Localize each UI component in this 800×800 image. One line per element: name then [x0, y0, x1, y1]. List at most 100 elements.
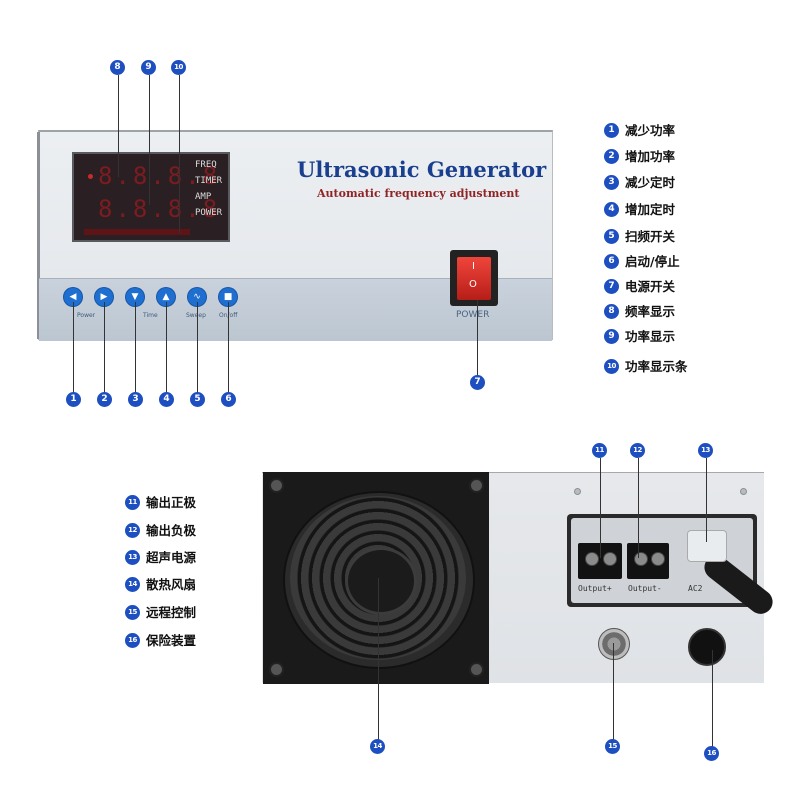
callout-badge-16: 16	[704, 746, 719, 761]
legend-badge: 8	[604, 304, 619, 319]
callout-badge-3: 3	[128, 392, 143, 407]
cable-gland	[687, 530, 727, 562]
triangle-left-icon: ◀	[69, 292, 77, 302]
time-group-label: Time	[143, 312, 158, 319]
legend-text: 频率显示	[625, 304, 676, 319]
legend-text: 减少定时	[625, 175, 676, 190]
leader-line-10	[179, 75, 180, 233]
terminal-screw	[634, 552, 648, 566]
leader-line-1	[73, 302, 74, 395]
triangle-right-icon: ▶	[100, 292, 108, 302]
leader-line-11	[600, 458, 601, 558]
led-display: 8.8.8.8 8.8.8.8 FREQ TIMER AMP POWER	[72, 152, 230, 242]
legend-text: 输出正极	[146, 495, 197, 510]
legend-badge: 1	[604, 123, 619, 138]
fan-hub	[345, 547, 417, 615]
power-group-label: Power	[77, 312, 96, 319]
legend-text: 功率显示条	[625, 359, 688, 374]
fuse-holder	[688, 628, 726, 666]
callout-badge-4: 4	[159, 392, 174, 407]
legend-badge: 11	[125, 495, 140, 510]
legend-badge: 14	[125, 577, 140, 592]
switch-on-mark: I	[472, 261, 475, 272]
led-indicator	[88, 174, 93, 179]
remote-connector	[598, 628, 630, 660]
fan-screw	[269, 478, 284, 493]
legend-badge: 7	[604, 279, 619, 294]
power-switch[interactable]: I O	[457, 257, 491, 300]
sweep-button[interactable]: ∿	[188, 288, 206, 306]
leader-line-5	[197, 302, 198, 395]
callout-badge-5: 5	[190, 392, 205, 407]
power-switch-label: POWER	[456, 310, 490, 320]
leader-line-8	[118, 75, 119, 177]
frequency-digits: 8.8.8.8	[98, 162, 221, 190]
legend-text: 超声电源	[146, 550, 197, 565]
legend-badge: 15	[125, 605, 140, 620]
legend-text: 电源开关	[625, 279, 676, 294]
callout-badge-14: 14	[370, 739, 385, 754]
callout-badge-11: 11	[592, 443, 607, 458]
legend-text: 输出负极	[146, 523, 197, 538]
increase-time-button[interactable]: ▲	[157, 288, 175, 306]
display-label-amp: AMP	[195, 192, 212, 202]
legend-badge: 2	[604, 149, 619, 164]
leader-line-7	[477, 300, 478, 378]
decrease-time-button[interactable]: ▼	[126, 288, 144, 306]
leader-line-6	[228, 302, 229, 395]
terminal-screw	[603, 552, 617, 566]
legend-text: 功率显示	[625, 329, 676, 344]
fan-screw	[269, 662, 284, 677]
callout-badge-1: 1	[66, 392, 81, 407]
leader-line-13	[706, 458, 707, 542]
legend-text: 增加功率	[625, 149, 676, 164]
leader-line-3	[135, 302, 136, 395]
display-label-power: POWER	[195, 208, 223, 218]
sine-wave-icon: ∿	[193, 292, 201, 302]
product-subtitle: Automatic frequency adjustment	[317, 187, 520, 200]
legend-text: 保险装置	[146, 633, 197, 648]
decrease-power-button[interactable]: ◀	[64, 288, 82, 306]
increase-power-button[interactable]: ▶	[95, 288, 113, 306]
power-bar	[84, 229, 190, 235]
leader-line-12	[638, 458, 639, 558]
triangle-down-icon: ▼	[131, 292, 139, 302]
leader-line-16	[712, 650, 713, 747]
leader-line-14	[378, 578, 379, 740]
leader-line-4	[166, 302, 167, 395]
callout-badge-6: 6	[221, 392, 236, 407]
panel-edge	[37, 132, 40, 339]
sweep-label: Sweep	[186, 312, 206, 319]
legend-text: 增加定时	[625, 202, 676, 217]
power-digits: 8.8.8.8	[98, 195, 221, 223]
ac-input-label: AC2	[688, 584, 703, 593]
leader-line-15	[613, 643, 614, 740]
leader-line-2	[104, 302, 105, 395]
legend-text: 远程控制	[146, 605, 197, 620]
legend-text: 散热风扇	[146, 577, 197, 592]
legend-badge: 6	[604, 254, 619, 269]
legend-badge: 4	[604, 202, 619, 217]
legend-badge: 12	[125, 523, 140, 538]
switch-off-mark: O	[469, 279, 477, 290]
callout-badge-10: 10	[171, 60, 186, 75]
callout-badge-15: 15	[605, 739, 620, 754]
leader-line-9	[149, 75, 150, 205]
callout-badge-2: 2	[97, 392, 112, 407]
legend-badge: 5	[604, 229, 619, 244]
legend-text: 启动/停止	[625, 254, 680, 269]
panel-screw	[740, 488, 747, 495]
square-stop-icon: ■	[223, 292, 233, 302]
callout-badge-7: 7	[470, 375, 485, 390]
terminal-screw	[651, 552, 665, 566]
fan-screw	[469, 662, 484, 677]
legend-badge: 16	[125, 633, 140, 648]
triangle-up-icon: ▲	[162, 292, 170, 302]
legend-badge: 10	[604, 359, 619, 374]
legend-badge: 9	[604, 329, 619, 344]
callout-badge-13: 13	[698, 443, 713, 458]
legend-text: 扫频开关	[625, 229, 676, 244]
callout-badge-12: 12	[630, 443, 645, 458]
output-minus-label: Output-	[628, 584, 662, 593]
onoff-button[interactable]: ■	[219, 288, 237, 306]
